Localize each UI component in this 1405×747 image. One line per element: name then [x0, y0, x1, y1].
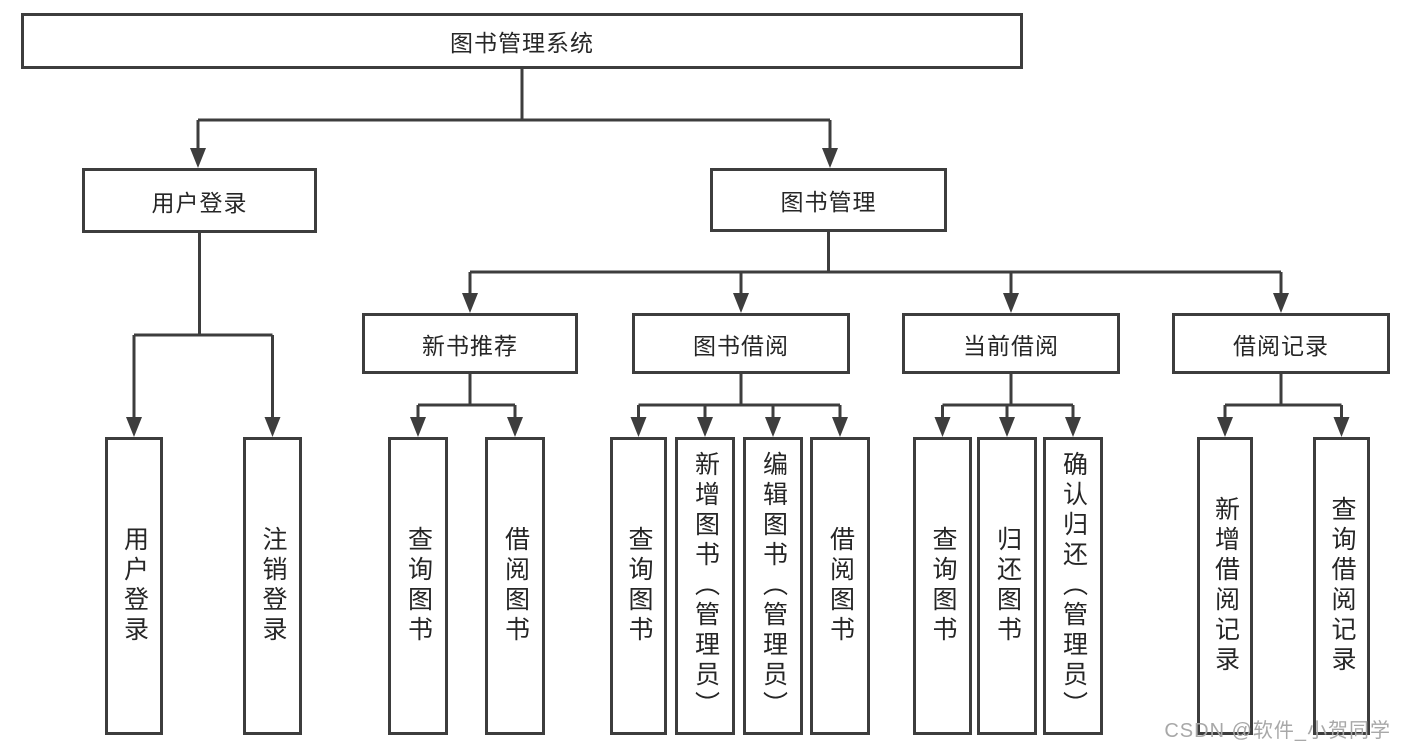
leaf-borrow-books-2-label: 借阅图书 [826, 526, 855, 646]
leaf-add-books-admin: 新增图书（管理员） [675, 437, 735, 735]
node-book-borrowing: 图书借阅 [632, 313, 850, 374]
node-borrowing-records: 借阅记录 [1172, 313, 1390, 374]
node-user-login-label: 用户登录 [151, 189, 248, 216]
node-root-library-system: 图书管理系统 [21, 13, 1023, 69]
connector-new-book-children [410, 374, 523, 437]
leaf-logout-action-label: 注销登录 [259, 526, 287, 646]
node-new-book-recommend: 新书推荐 [362, 313, 578, 374]
node-current-borrowing: 当前借阅 [902, 313, 1120, 374]
leaf-query-books-1: 查询图书 [388, 437, 448, 735]
node-user-login: 用户登录 [82, 168, 317, 233]
connector-borrowing-records-children [1217, 374, 1350, 437]
leaf-add-borrow-record: 新增借阅记录 [1197, 437, 1253, 735]
leaf-borrow-books-1: 借阅图书 [485, 437, 545, 735]
connector-root-to-level2 [190, 69, 838, 168]
leaf-user-login-action: 用户登录 [105, 437, 163, 735]
node-book-management: 图书管理 [710, 168, 947, 232]
leaf-borrow-books-2: 借阅图书 [810, 437, 870, 735]
connector-current-borrowing-children [934, 374, 1081, 437]
node-new-book-recommend-label: 新书推荐 [422, 332, 518, 359]
leaf-add-books-admin-label: 新增图书（管理员） [691, 451, 720, 721]
node-borrowing-records-label: 借阅记录 [1233, 332, 1329, 359]
leaf-query-borrow-record: 查询借阅记录 [1313, 437, 1370, 735]
leaf-return-books: 归还图书 [977, 437, 1037, 735]
leaf-add-borrow-record-label: 新增借阅记录 [1211, 496, 1240, 676]
node-root-label: 图书管理系统 [450, 30, 594, 56]
leaf-return-books-label: 归还图书 [993, 526, 1022, 646]
watermark-text: CSDN @软件_小贺同学 [1164, 720, 1391, 742]
leaf-borrow-books-1-label: 借阅图书 [501, 526, 530, 646]
leaf-query-borrow-record-label: 查询借阅记录 [1328, 496, 1356, 676]
leaf-query-books-2-label: 查询图书 [625, 526, 653, 646]
leaf-confirm-return-admin-label: 确认归还（管理员） [1059, 451, 1088, 721]
node-book-management-label: 图书管理 [780, 189, 877, 215]
leaf-user-login-action-label: 用户登录 [120, 526, 149, 646]
leaf-query-books-2: 查询图书 [610, 437, 667, 735]
leaf-query-books-3: 查询图书 [913, 437, 972, 735]
connector-book-borrowing-children [630, 374, 848, 437]
leaf-logout-action: 注销登录 [243, 437, 302, 735]
leaf-query-books-1-label: 查询图书 [404, 526, 433, 646]
leaf-query-books-3-label: 查询图书 [929, 526, 957, 646]
node-book-borrowing-label: 图书借阅 [693, 332, 789, 359]
connector-book-management-children [462, 232, 1289, 313]
node-current-borrowing-label: 当前借阅 [963, 332, 1059, 359]
leaf-edit-books-admin-label: 编辑图书（管理员） [759, 451, 788, 721]
connector-user-login-children [126, 233, 281, 437]
leaf-edit-books-admin: 编辑图书（管理员） [743, 437, 803, 735]
leaf-confirm-return-admin: 确认归还（管理员） [1043, 437, 1103, 735]
